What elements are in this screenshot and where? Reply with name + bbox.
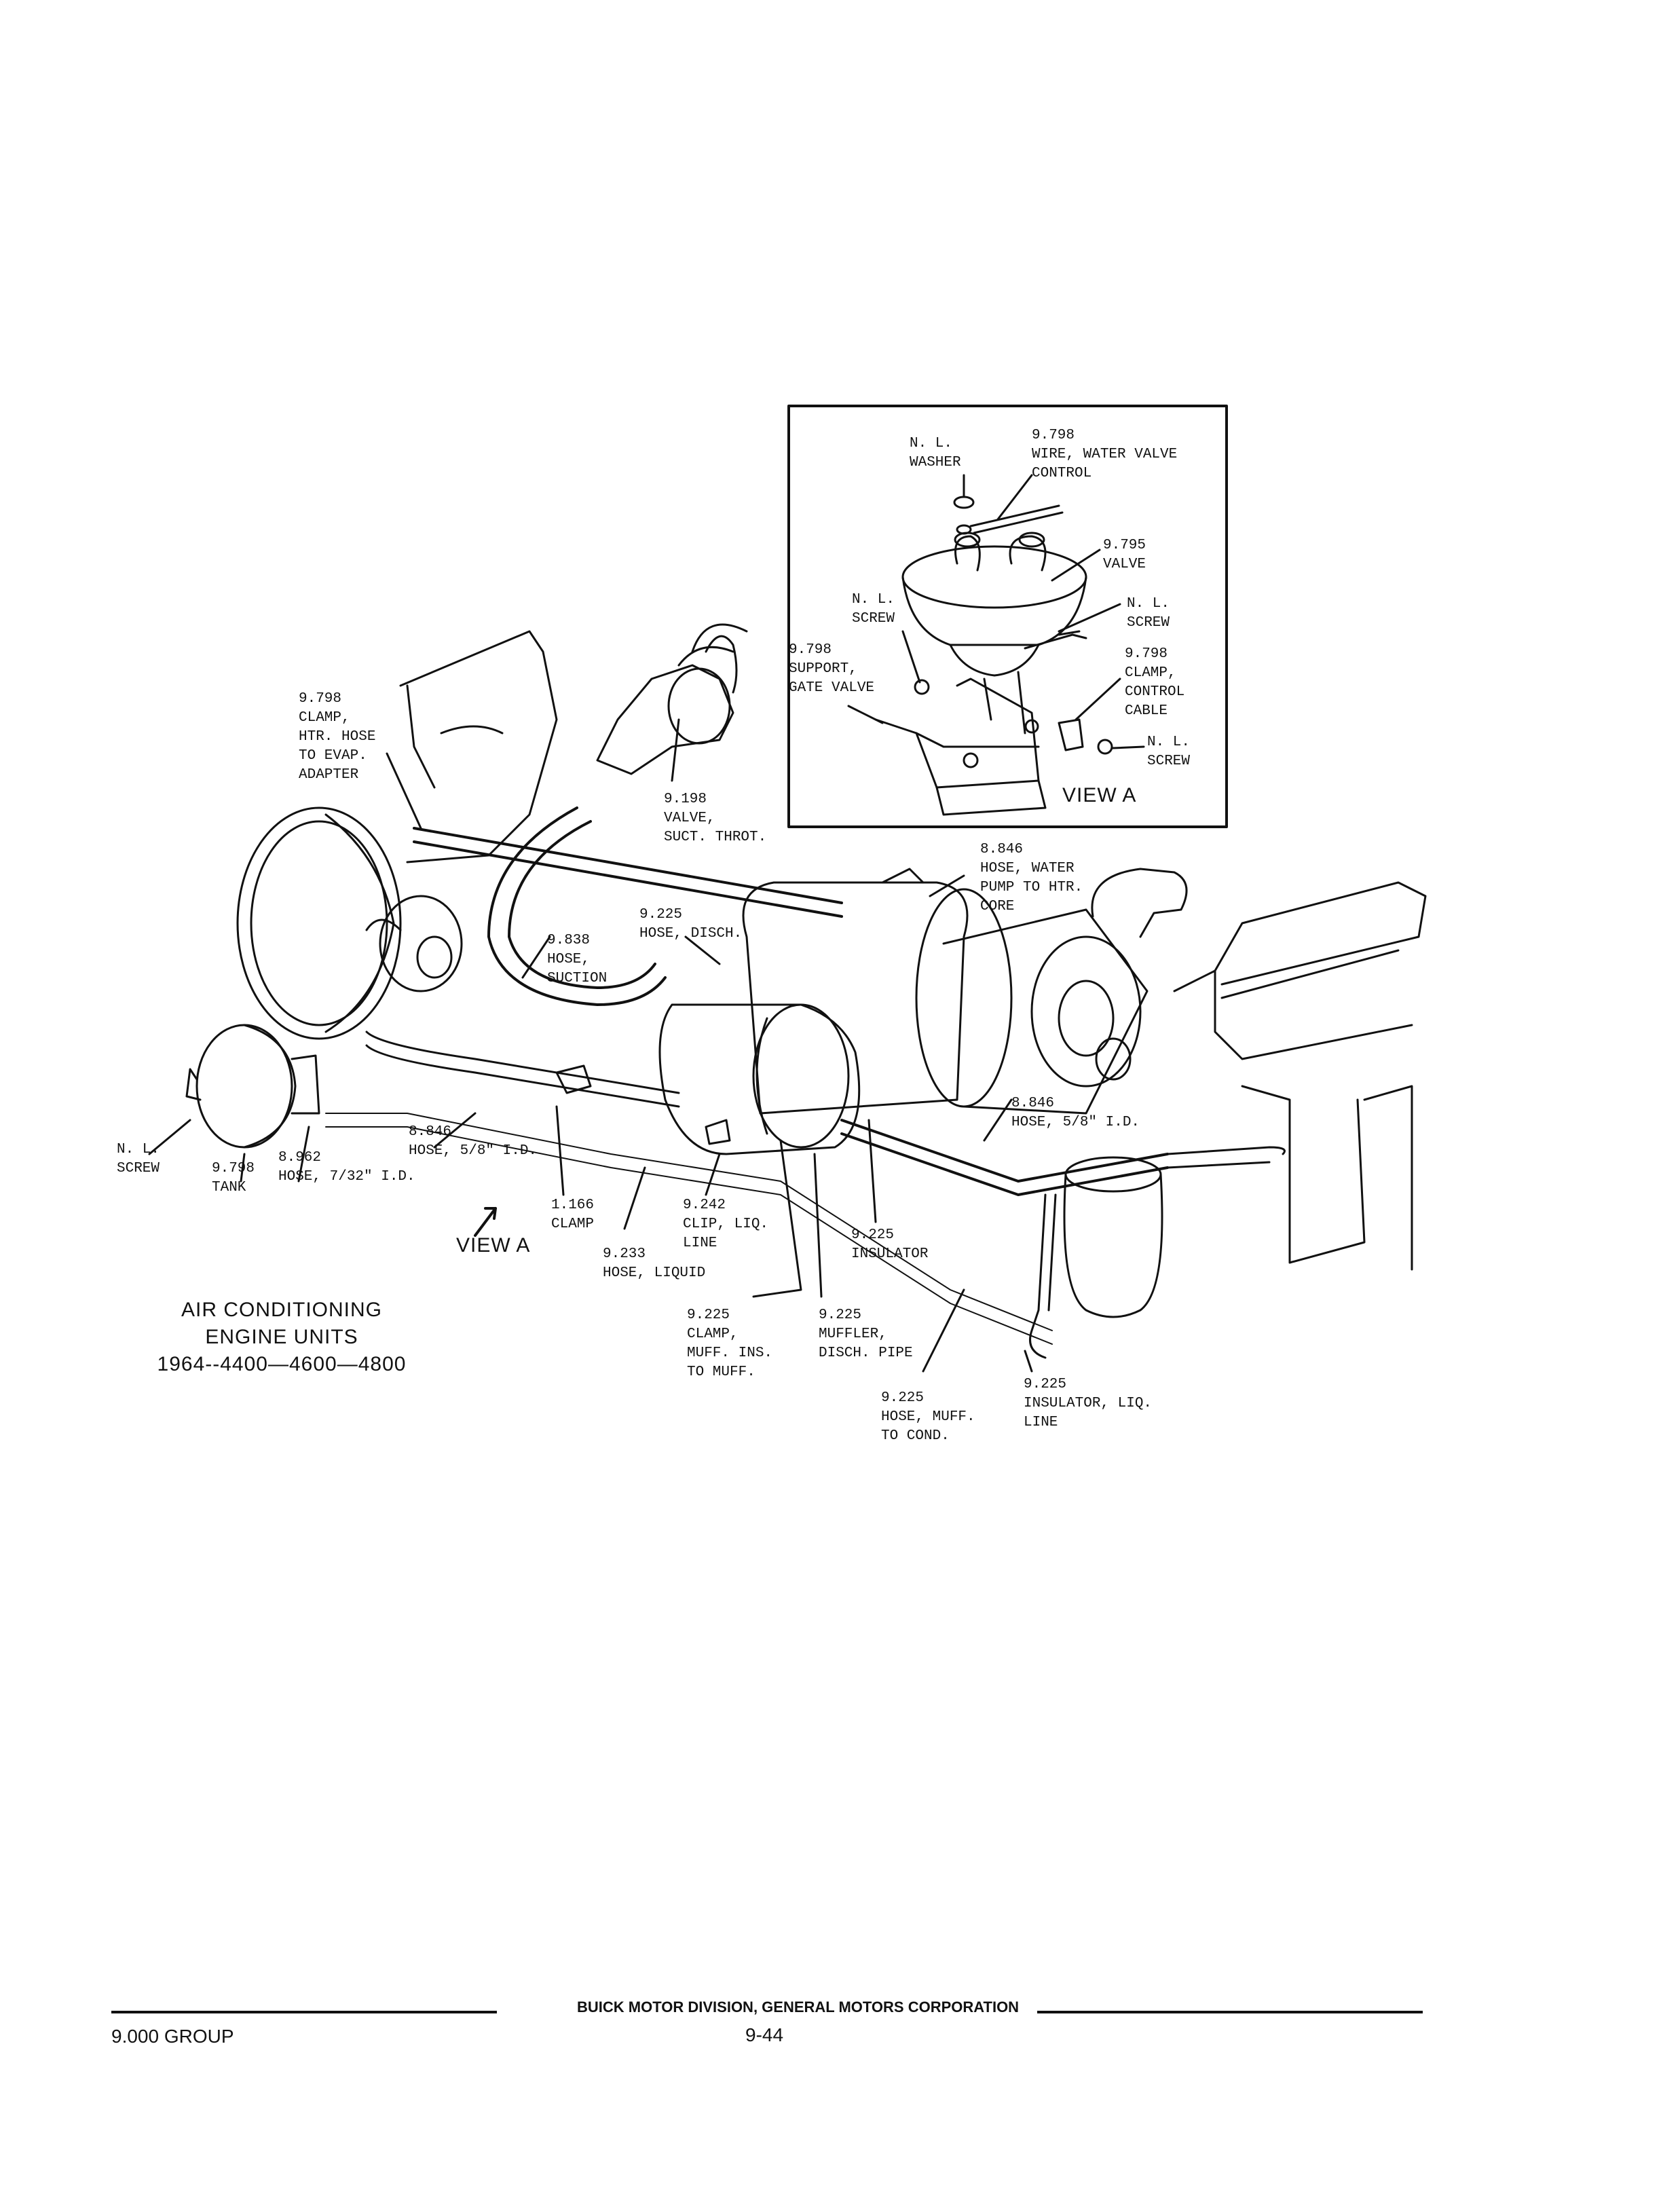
inset-label-wire-water-valve-control: 9.798 WIRE, WATER VALVE CONTROL [1032,428,1178,481]
footer-publisher: BUICK MOTOR DIVISION, GENERAL MOTORS COR… [577,1999,1020,2015]
label-hose-muff-to-cond: 9.225 HOSE, MUFF. TO COND. [881,1390,975,1444]
inset-label-support-gate-valve: 9.798 SUPPORT, GATE VALVE [789,642,875,696]
label-clamp: 1.166 CLAMP [551,1197,595,1232]
label-hose-disch: 9.225 HOSE, DISCH. [639,907,743,942]
label-muffler-disch-pipe: 9.225 MUFFLER, DISCH. PIPE [819,1307,913,1361]
fan-pulley [236,806,402,1040]
label-tank: 9.798 TANK [212,1161,255,1195]
label-clamp-muff-ins: 9.225 CLAMP, MUFF. INS. TO MUFF. [687,1307,773,1380]
label-hose-5-8-right: 8.846 HOSE, 5/8" I.D. [1011,1096,1140,1130]
label-hose-liquid: 9.233 HOSE, LIQUID [603,1246,706,1281]
radiator-top [1173,881,1427,992]
footer-page-number: 9-44 [745,2024,784,2045]
label-screw: N. L. SCREW [117,1142,160,1176]
inset-label-washer: N. L. WASHER [910,436,961,470]
view-a-inset-frame [787,405,1228,828]
view-a-caption: VIEW A [456,1234,531,1257]
label-hose-water-pump: 8.846 HOSE, WATER PUMP TO HTR. CORE [980,842,1083,914]
label-clamp-htr-hose: 9.798 CLAMP, HTR. HOSE TO EVAP. ADAPTER [299,691,376,783]
footer-rule-right [1037,2011,1423,2013]
inset-label-clamp-control-cable: 9.798 CLAMP, CONTROL CABLE [1125,646,1185,719]
receiver-dehydrator [1063,1173,1163,1318]
label-insulator: 9.225 INSULATOR [851,1227,929,1262]
label-hose-suction: 9.838 HOSE, SUCTION [547,933,608,986]
label-suct-throt-valve: 9.198 VALVE, SUCT. THROT. [664,792,767,845]
compressor [742,881,969,1115]
diagram-title-line3: 1964--4400—4600—4800 [157,1353,407,1375]
label-insulator-liq-line: 9.225 INSULATOR, LIQ. LINE [1024,1377,1153,1430]
inset-label-screw-right: N. L. SCREW [1127,596,1170,631]
suction-throttle-valve [596,664,734,775]
inset-label-valve: 9.795 VALVE [1103,538,1146,572]
diagram-title-line1: AIR CONDITIONING [181,1299,382,1321]
muffler [658,1003,861,1155]
inset-caption: VIEW A [1062,784,1137,806]
label-clip-liq-line: 9.242 CLIP, LIQ. LINE [683,1197,769,1251]
inset-label-screw-bottom: N. L. SCREW [1147,735,1191,769]
label-hose-5-8-left: 8.846 HOSE, 5/8" I.D. [409,1124,538,1159]
label-hose-7-32: 8.962 HOSE, 7/32" I.D. [278,1150,415,1185]
footer-group: 9.000 GROUP [111,2026,234,2047]
diagram-title-line2: ENGINE UNITS [205,1326,358,1348]
inset-label-screw-left: N. L. SCREW [852,592,895,627]
engine-block-outline [399,630,558,863]
footer-rule-left [111,2011,497,2013]
